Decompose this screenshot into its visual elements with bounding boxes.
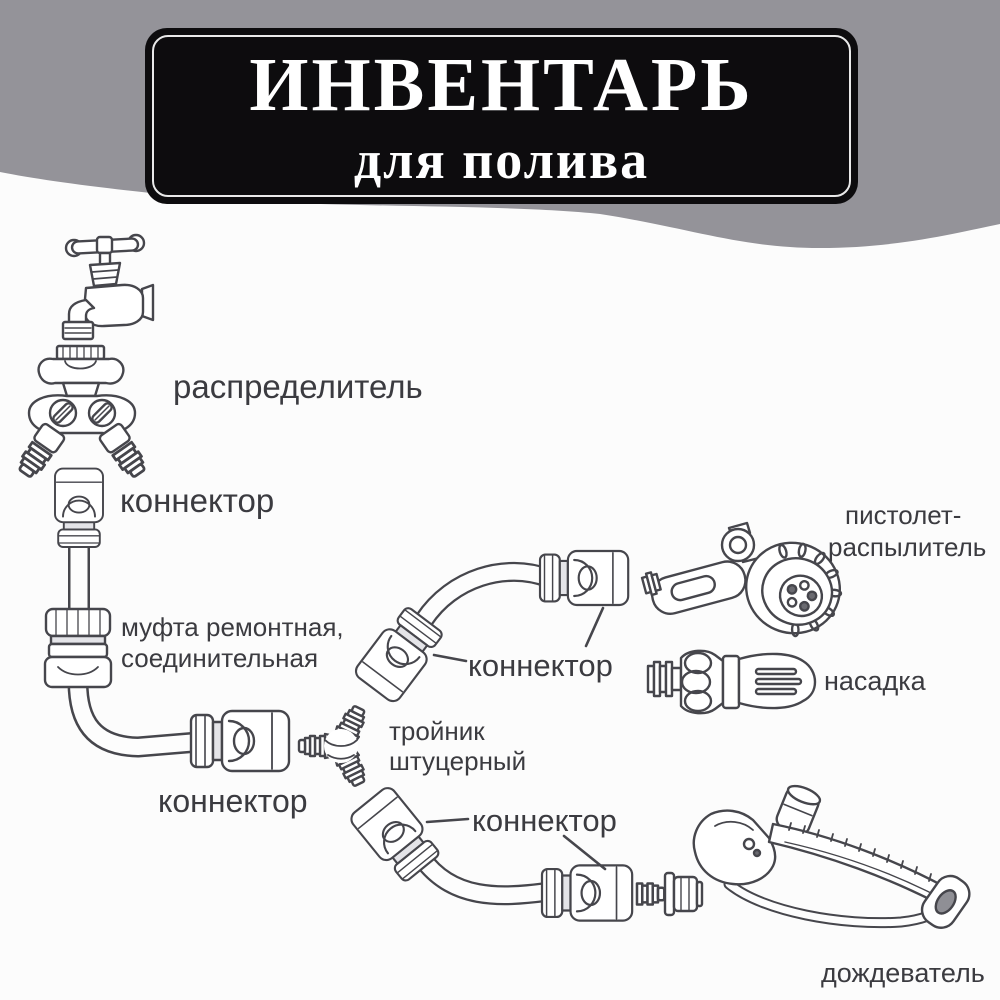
label-connector-lower: коннектор [472, 803, 617, 838]
tap-icon [61, 233, 155, 341]
distributor-icon [13, 344, 151, 482]
label-connector-top: коннектор [120, 482, 275, 519]
label-sprinkler: дождеватель [821, 958, 985, 988]
tee-fitting-icon [299, 703, 370, 789]
leader-lines [425, 606, 607, 871]
label-distributor: распределитель [173, 368, 423, 405]
label-repair-coupling: муфта ремонтная, соединительная [121, 612, 344, 673]
quick-connector-icon [540, 864, 634, 922]
repair-coupling-icon [43, 607, 113, 689]
label-spray-gun: пистолет- распылитель [828, 500, 987, 562]
label-connector-upper: коннектор [468, 648, 613, 683]
label-connector-left: коннектор [158, 783, 308, 819]
sprinkler-icon [692, 784, 971, 929]
quick-connector-icon [54, 467, 104, 548]
quick-connector-icon [189, 709, 291, 773]
title-banner: ИНВЕНТАРЬ для полива [145, 28, 858, 204]
spray-gun-icon [640, 521, 843, 638]
quick-connector-icon [538, 549, 630, 607]
label-tee-fitting: тройник штуцерный [389, 716, 527, 777]
banner-subtitle: для полива [353, 130, 650, 190]
hose-icon [67, 531, 558, 906]
nozzle-icon [646, 649, 817, 715]
banner-title: ИНВЕНТАРЬ [249, 43, 754, 127]
male-adapter-icon [635, 871, 704, 917]
label-nozzle: насадка [824, 666, 926, 696]
